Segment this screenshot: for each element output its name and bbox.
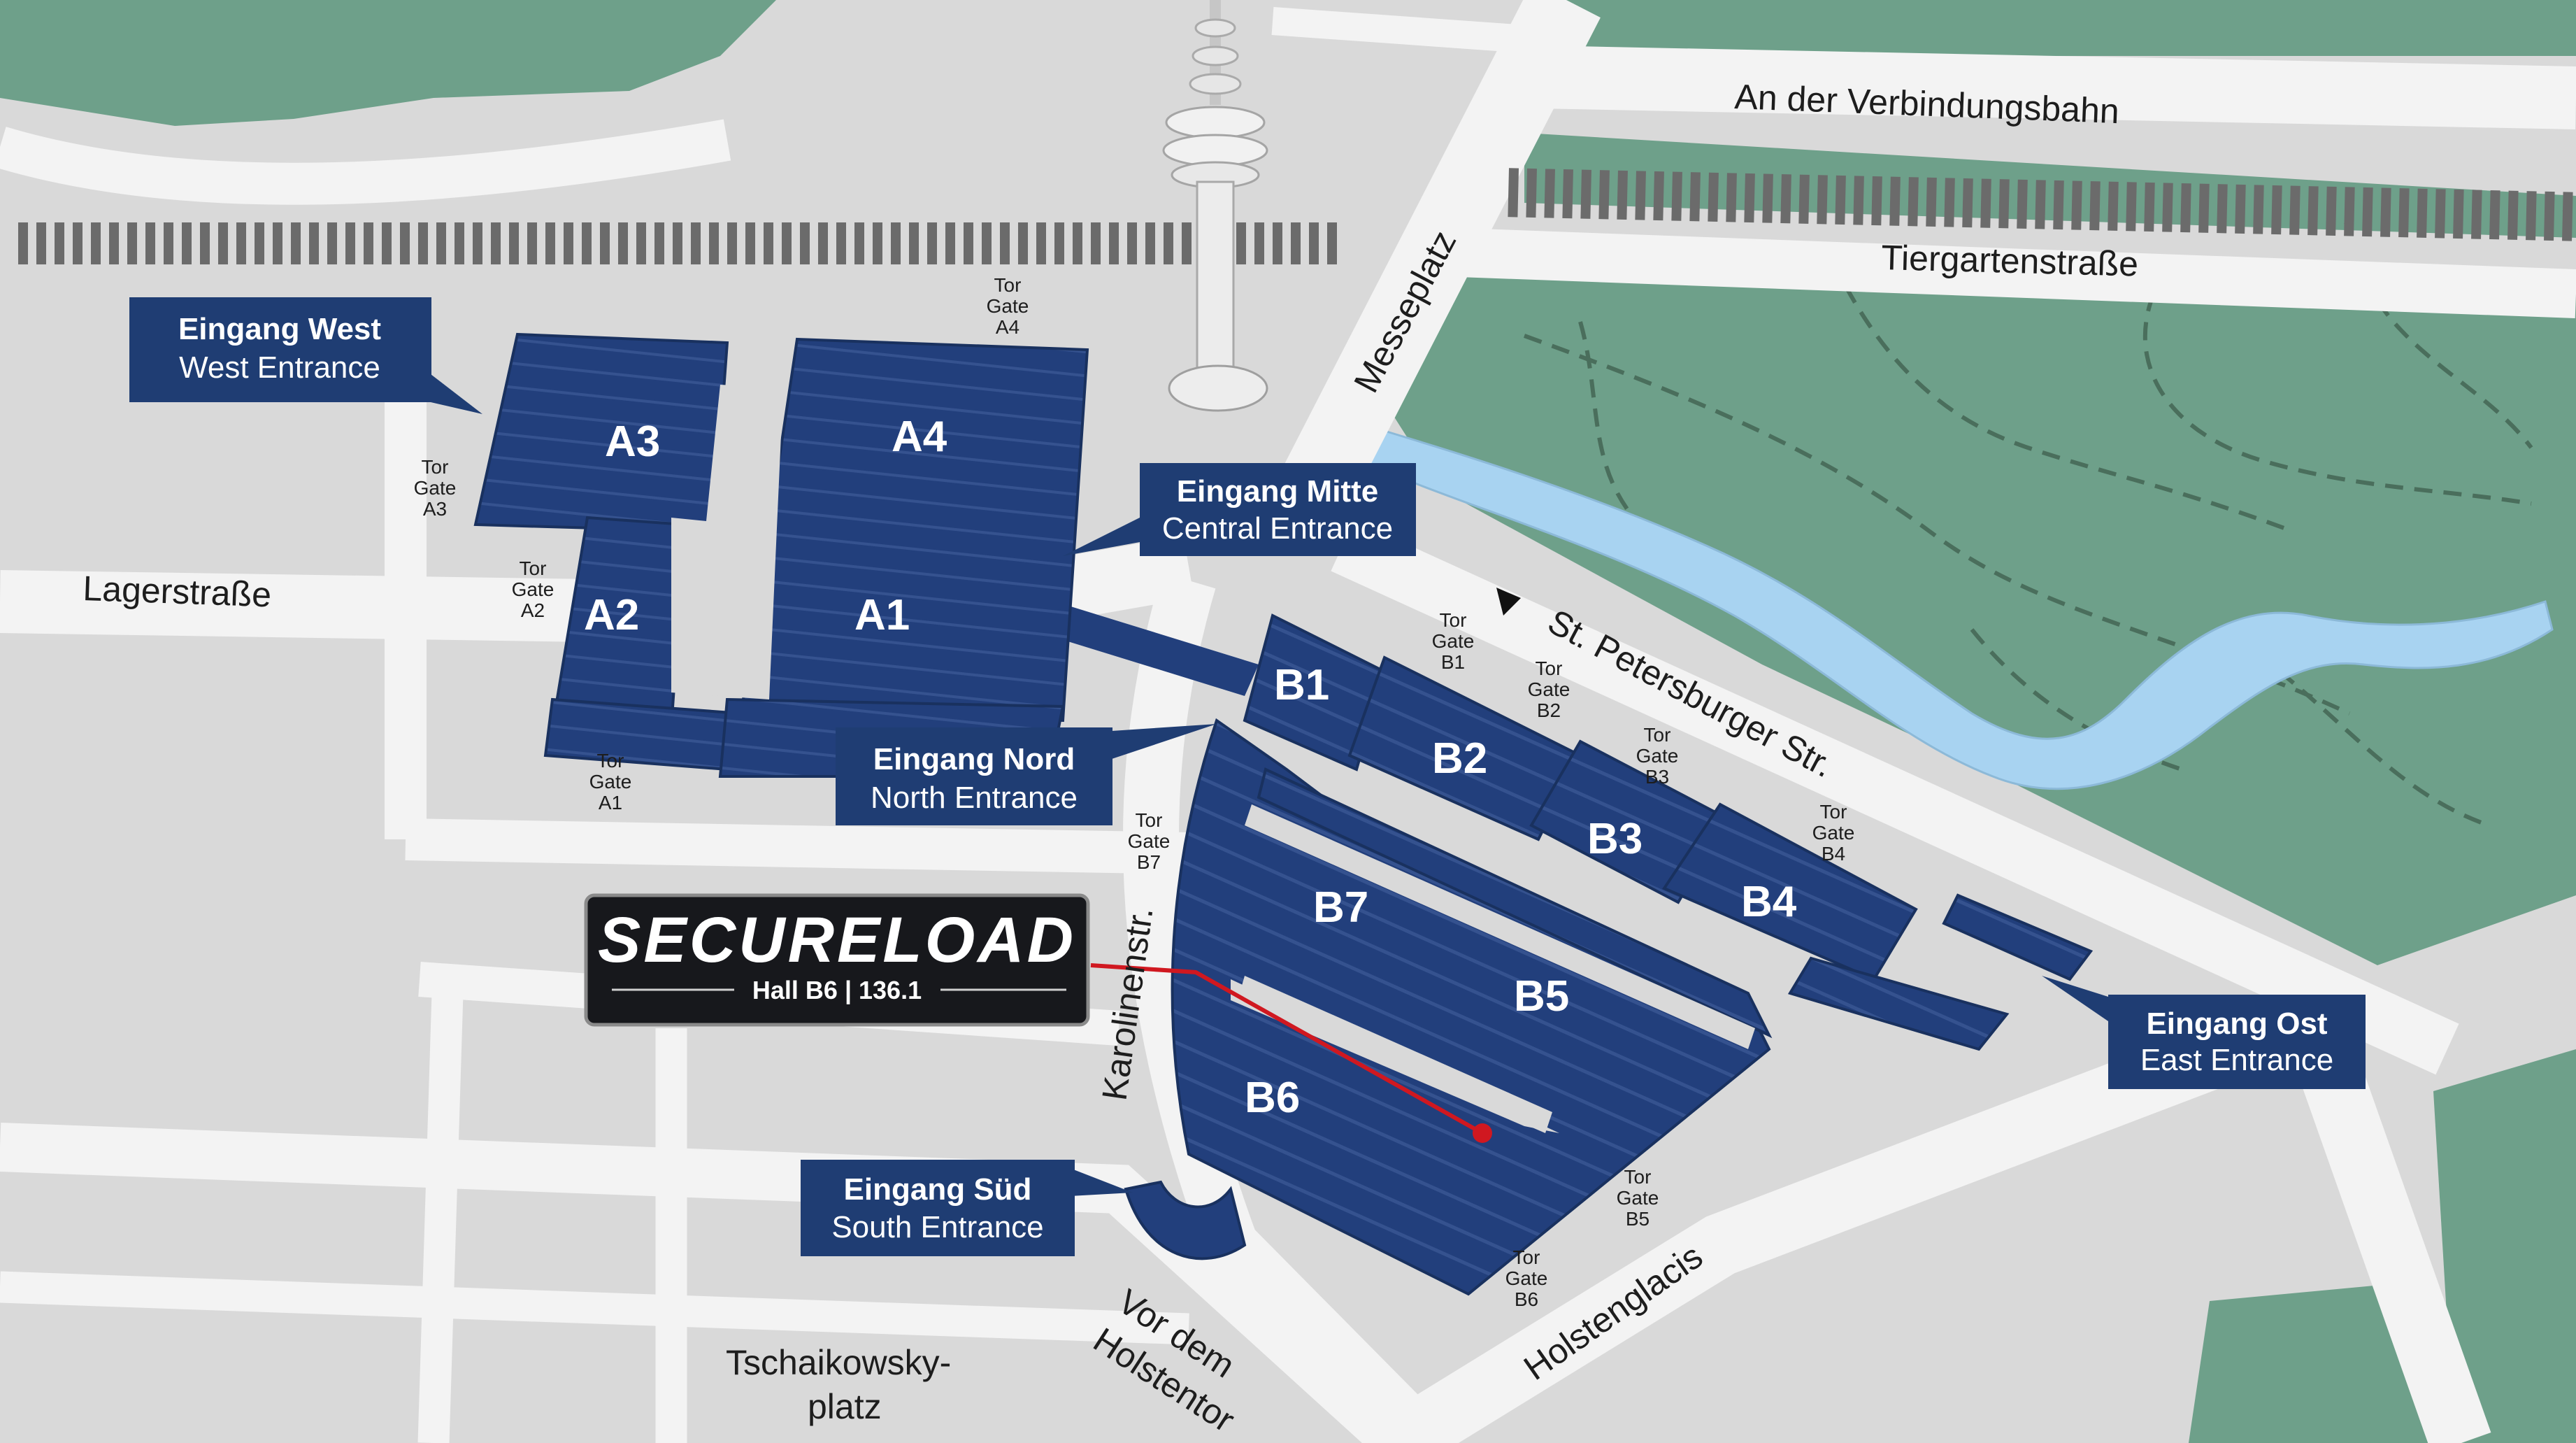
- entrance-ost-label: Eingang Ost East Entrance: [2042, 976, 2366, 1089]
- street-label-tschaikowsky-1: Tschaikowsky-: [726, 1343, 951, 1382]
- svg-text:Tor: Tor: [1820, 801, 1847, 823]
- svg-text:B3: B3: [1645, 766, 1669, 788]
- svg-text:Gate: Gate: [1812, 822, 1855, 844]
- hall-label-b6: B6: [1245, 1074, 1300, 1122]
- entrance-sued-label: Eingang Süd South Entrance: [801, 1160, 1133, 1256]
- hall-label-b3: B3: [1587, 815, 1643, 863]
- svg-text:East Entrance: East Entrance: [2140, 1043, 2333, 1077]
- hall-label-b2: B2: [1432, 734, 1487, 783]
- svg-text:West Entrance: West Entrance: [179, 350, 380, 385]
- direction-arrow-icon: [1496, 588, 1521, 616]
- booth-brand-logo: SECURELOAD: [598, 904, 1076, 976]
- entrance-mitte-label: Eingang Mitte Central Entrance: [1063, 463, 1416, 556]
- hall-group-b: [1124, 613, 2094, 1296]
- svg-text:Tor: Tor: [1644, 724, 1671, 746]
- hall-label-a2: A2: [584, 591, 639, 639]
- svg-text:Eingang West: Eingang West: [178, 312, 381, 346]
- svg-text:Tor: Tor: [1536, 657, 1563, 679]
- svg-text:B7: B7: [1137, 851, 1161, 873]
- svg-text:A4: A4: [996, 316, 1019, 338]
- hall-label-b4: B4: [1741, 878, 1797, 926]
- hall-label-b5: B5: [1514, 972, 1569, 1021]
- booth-location-marker: [1473, 1123, 1492, 1143]
- hall-label-b1: B1: [1274, 661, 1329, 709]
- svg-text:Eingang Ost: Eingang Ost: [2146, 1007, 2327, 1041]
- svg-text:B6: B6: [1515, 1288, 1538, 1310]
- svg-text:B5: B5: [1626, 1208, 1650, 1230]
- svg-text:North Entrance: North Entrance: [871, 781, 1078, 815]
- svg-text:Gate: Gate: [1528, 678, 1570, 700]
- svg-text:Gate: Gate: [987, 295, 1029, 317]
- svg-text:B4: B4: [1822, 843, 1845, 865]
- tv-tower-icon: [1162, 0, 1268, 412]
- lake: [1362, 425, 2554, 790]
- entrance-nord-label: Eingang Nord North Entrance: [836, 724, 1217, 825]
- svg-text:South Entrance: South Entrance: [831, 1210, 1043, 1244]
- railway: [14, 222, 1343, 264]
- svg-text:Tor: Tor: [994, 274, 1022, 296]
- svg-text:Tor: Tor: [1440, 609, 1467, 631]
- svg-text:A3: A3: [423, 498, 447, 520]
- route-line: [1090, 963, 1492, 1143]
- entrance-west-label: Eingang West West Entrance: [129, 297, 482, 414]
- hall-label-b7: B7: [1313, 883, 1368, 932]
- svg-text:Eingang Nord: Eingang Nord: [873, 742, 1075, 776]
- booth-callout[interactable]: SECURELOAD Hall B6 | 136.1: [584, 893, 1090, 1027]
- svg-text:Central Entrance: Central Entrance: [1162, 511, 1393, 546]
- street-label-tschaikowsky-2: platz: [808, 1387, 882, 1426]
- svg-text:Gate: Gate: [414, 477, 457, 499]
- svg-text:B2: B2: [1537, 699, 1561, 721]
- hall-label-a4: A4: [892, 413, 947, 461]
- booth-location-text: Hall B6 | 136.1: [752, 976, 922, 1005]
- svg-text:Tor: Tor: [1136, 809, 1163, 831]
- svg-text:Tor: Tor: [422, 456, 449, 478]
- svg-text:Tor: Tor: [520, 557, 547, 579]
- svg-text:A1: A1: [599, 792, 622, 813]
- svg-text:Tor: Tor: [1513, 1246, 1540, 1268]
- svg-text:Tor: Tor: [1624, 1166, 1652, 1188]
- svg-text:Gate: Gate: [1636, 745, 1679, 767]
- hall-label-a3: A3: [605, 418, 660, 466]
- railway-east: [1502, 167, 2576, 241]
- svg-text:Gate: Gate: [1128, 830, 1171, 852]
- svg-text:Eingang Süd: Eingang Süd: [844, 1172, 1032, 1207]
- street-label-tiergarten: Tiergartenstraße: [1881, 238, 2139, 284]
- street-label-lager: Lagerstraße: [83, 569, 272, 614]
- svg-text:Gate: Gate: [1505, 1267, 1548, 1289]
- svg-text:Eingang Mitte: Eingang Mitte: [1177, 474, 1378, 509]
- svg-text:Gate: Gate: [512, 578, 554, 600]
- svg-text:A2: A2: [521, 599, 545, 621]
- svg-text:Tor: Tor: [597, 750, 624, 772]
- hall-label-a1: A1: [854, 591, 910, 639]
- svg-text:B1: B1: [1441, 651, 1465, 673]
- svg-text:Gate: Gate: [1432, 630, 1475, 652]
- svg-text:Gate: Gate: [589, 771, 632, 792]
- svg-text:Gate: Gate: [1617, 1187, 1659, 1209]
